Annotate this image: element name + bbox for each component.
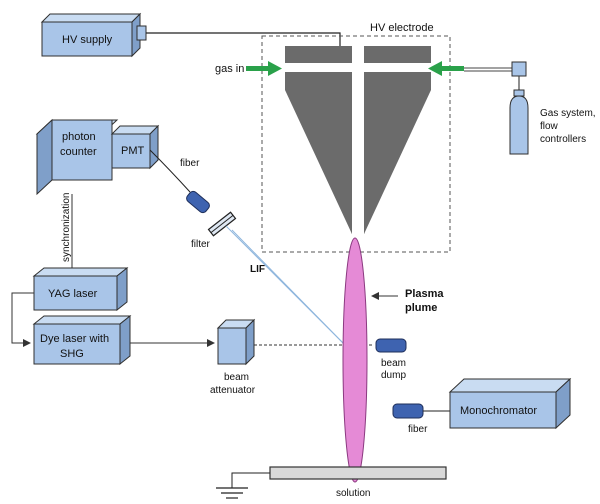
gas-system-label-1: Gas system,: [540, 108, 596, 119]
gas-in-arrow-right: [428, 61, 464, 76]
fiber-top-head: [186, 190, 210, 214]
beam-dump: [375, 338, 407, 353]
plasma-plume-label-1: Plasma: [405, 288, 444, 300]
hv-electrode: [285, 46, 431, 234]
yag-laser-label: YAG laser: [48, 288, 98, 300]
monochromator-label: Monochromator: [460, 405, 537, 417]
hv-supply-box: HV supply: [40, 12, 142, 58]
filter: [207, 211, 237, 237]
photon-counter-label-2: counter: [60, 146, 97, 158]
gas-cylinder: [509, 89, 529, 155]
beam-attenuator-label-2: attenuator: [210, 385, 256, 396]
photon-counter-box: photon counter: [35, 118, 119, 196]
pmt-label: PMT: [121, 145, 145, 157]
fiber-bottom-label: fiber: [408, 424, 428, 435]
ground-icon: [216, 487, 248, 499]
filter-label: filter: [191, 239, 211, 250]
gas-system-label-3: controllers: [540, 134, 586, 145]
solution-label: solution: [336, 488, 370, 499]
fiber-bottom-head: [392, 403, 424, 419]
hv-electrode-label: HV electrode: [370, 22, 434, 34]
reactor-enclosure: [261, 35, 451, 253]
gas-system-label-2: flow: [540, 121, 559, 132]
plasma-plume-label-2: plume: [405, 302, 437, 314]
pmt-box: PMT: [110, 124, 160, 170]
lif-label: LIF: [250, 264, 265, 275]
lif-ray-2: [231, 229, 347, 347]
gas-in-label: gas in: [215, 63, 244, 75]
yag-laser-box: YAG laser: [32, 266, 129, 312]
fiber-top-cable: [149, 149, 191, 193]
beam-attenuator-label-1: beam: [224, 372, 249, 383]
dye-laser-box: Dye laser with SHG: [32, 314, 132, 366]
beam-dump-label-2: dump: [381, 370, 406, 381]
dye-laser-label-1: Dye laser with: [40, 333, 109, 345]
gas-in-arrow-left: [246, 61, 282, 76]
yag-to-dye-arrow: [11, 292, 34, 347]
fiber-top-label: fiber: [180, 158, 200, 169]
ground-wire: [231, 472, 270, 488]
beam-attenuator-box: [216, 318, 256, 366]
gas-valve: [511, 61, 527, 77]
hv-connector: [136, 25, 147, 41]
solution-tray: [269, 466, 447, 480]
hv-cable: [146, 32, 341, 46]
dye-laser-label-2: SHG: [60, 348, 84, 360]
hv-supply-label: HV supply: [62, 34, 113, 46]
monochromator-box: Monochromator: [448, 377, 572, 430]
photon-counter-label-1: photon: [62, 131, 96, 143]
synchronization-label: synchronization: [61, 193, 72, 262]
plasma-plume: [342, 237, 368, 483]
beam-dump-label-1: beam: [381, 358, 406, 369]
